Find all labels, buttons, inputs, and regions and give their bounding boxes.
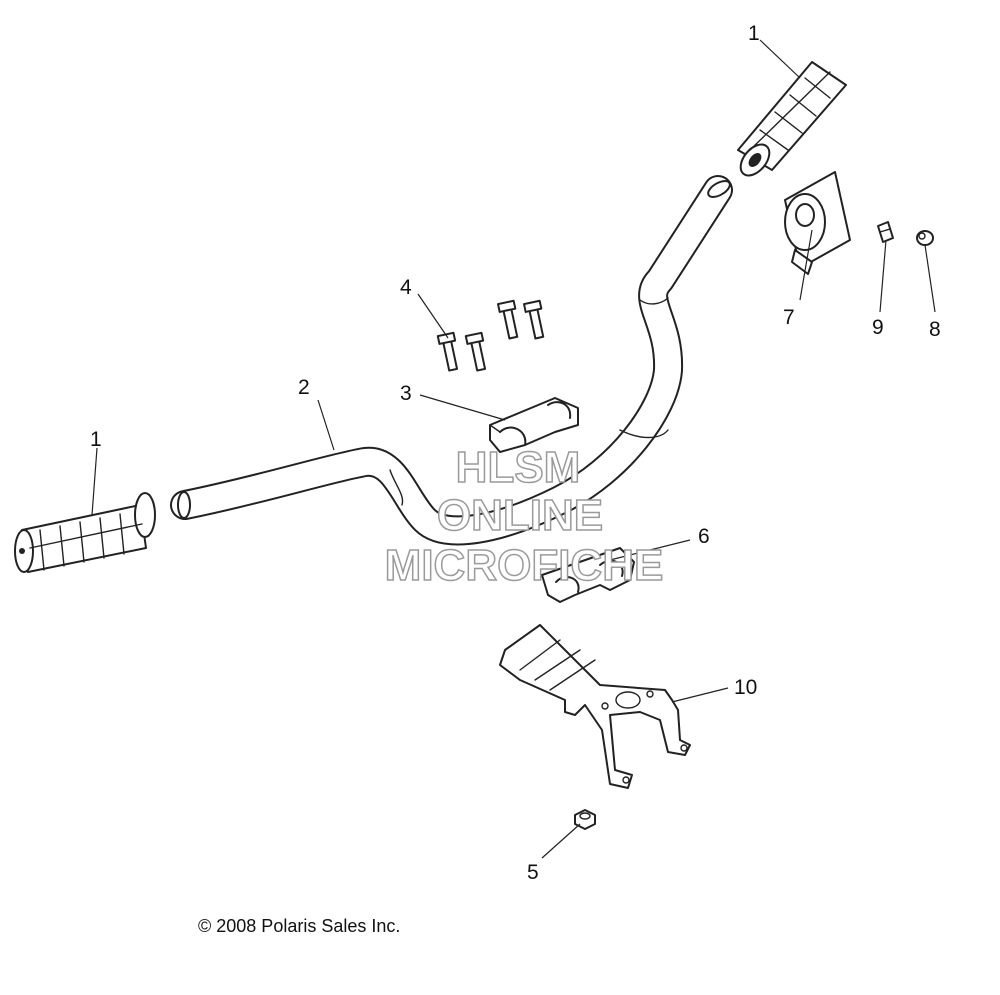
callout-grip-right: 1 (748, 22, 760, 45)
callout-labels: 1 1 2 3 4 6 7 9 8 10 5 (90, 22, 941, 884)
lower-clamp[interactable] (541, 547, 635, 603)
callout-nut: 5 (527, 861, 539, 884)
callout-lower-clamp: 6 (698, 525, 710, 548)
callout-part-8: 8 (929, 318, 941, 341)
watermark: HLSM ONLINE MICROFICHE (384, 442, 664, 591)
callout-part-9: 9 (872, 316, 884, 339)
callout-throttle-housing: 7 (783, 306, 795, 329)
part-8-cap[interactable] (916, 230, 934, 246)
leader-lines (91, 39, 936, 859)
mount-bracket[interactable] (499, 624, 691, 789)
left-grip[interactable] (14, 492, 156, 573)
part-9-fitting[interactable] (877, 221, 894, 243)
watermark-line3: MICROFICHE (385, 541, 664, 590)
bolts[interactable] (436, 299, 547, 372)
watermark-line2: ONLINE (437, 491, 603, 540)
right-grip[interactable] (735, 61, 847, 181)
handlebar-tube[interactable] (170, 175, 733, 546)
callout-bolts: 4 (400, 276, 412, 299)
copyright-notice: © 2008 Polaris Sales Inc. (198, 916, 400, 936)
watermark-line1: HLSM (456, 443, 581, 492)
callout-handlebar: 2 (298, 376, 310, 399)
upper-clamp[interactable] (489, 397, 579, 453)
callout-upper-clamp: 3 (400, 382, 412, 405)
callout-grip-left: 1 (90, 428, 102, 451)
throttle-housing[interactable] (784, 171, 851, 275)
callout-bracket: 10 (734, 676, 757, 699)
